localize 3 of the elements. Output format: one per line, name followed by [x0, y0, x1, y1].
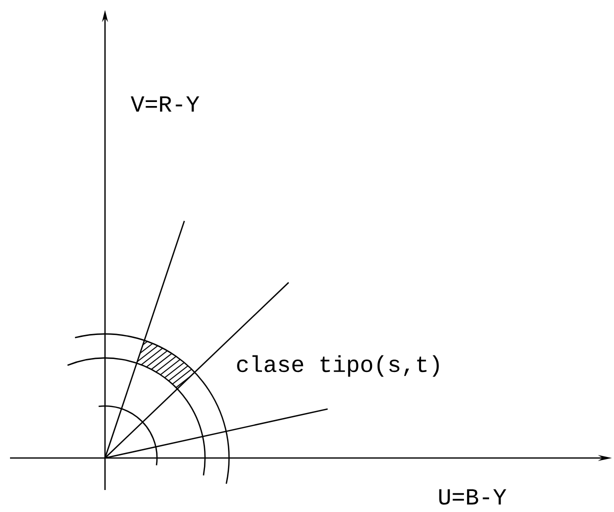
axis-label: U=B-Y [439, 489, 506, 505]
axis-label: V=R-Y [130, 96, 200, 112]
region-label: clase tipo(s,t) [237, 355, 439, 377]
